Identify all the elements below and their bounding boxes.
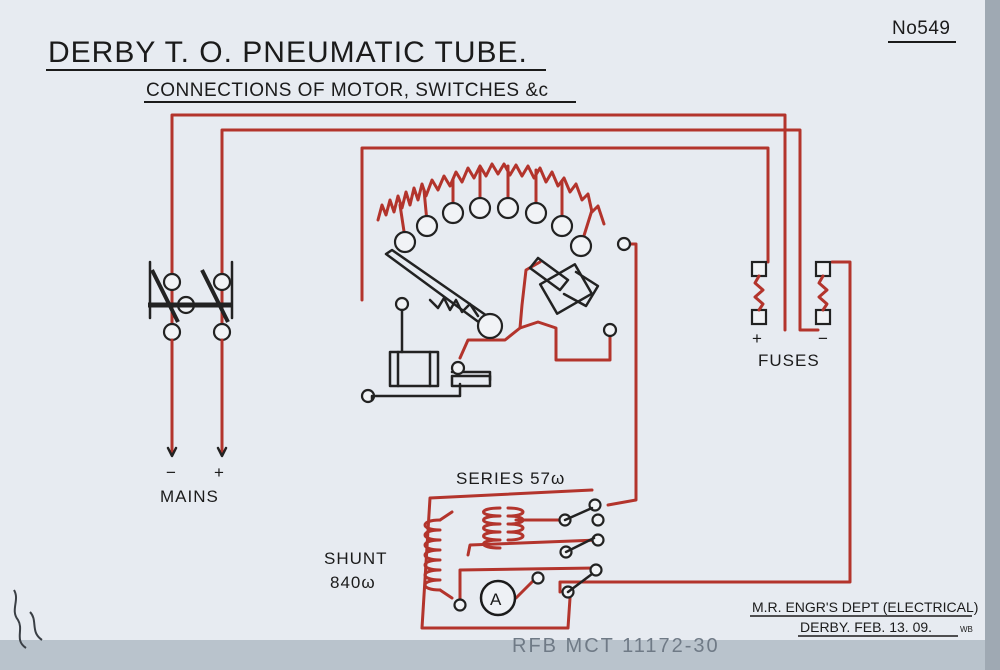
fuses-label: FUSES — [758, 351, 820, 370]
mains-switch-terminal-bl — [162, 322, 182, 342]
mains-arrow-minus — [166, 446, 178, 458]
mains-switch-terminal-tl — [162, 272, 182, 292]
mains-switch-terminal-tr — [212, 272, 232, 292]
footer-date: DERBY. FEB. 13. 09. — [800, 619, 932, 635]
mains-switch-blade-2 — [200, 269, 230, 323]
ammeter-switch-a — [531, 571, 545, 585]
mains-switch: − + MAINS — [148, 260, 234, 506]
series-coil-windings — [482, 506, 502, 550]
overload-coil — [538, 263, 594, 315]
starter-stud-7 — [550, 214, 574, 238]
starter-mechanism — [360, 248, 618, 404]
mains-minus-sign: − — [166, 463, 177, 482]
draughtsman-initials: WB — [960, 625, 973, 634]
fuse-minus-top-terminal — [814, 260, 832, 278]
ammeter-left-terminal — [453, 598, 467, 612]
series-label: SERIES 57ω — [456, 469, 565, 488]
ammeter: A — [479, 579, 517, 617]
shunt-coil — [423, 510, 454, 600]
mains-switch-terminal-br — [212, 322, 232, 342]
starter-stud-8 — [569, 234, 593, 258]
shunt-label: SHUNT — [324, 549, 388, 568]
resistance-grid — [376, 162, 606, 226]
shunt-coil-leads — [438, 510, 454, 600]
fuse-plus-bottom-terminal — [750, 308, 768, 326]
starter-stud-6 — [524, 201, 548, 225]
starter-contacts — [393, 196, 632, 258]
sheet-number: No549 — [892, 18, 951, 39]
wire-negative-return — [558, 260, 852, 594]
overload-coil-cap — [562, 270, 600, 308]
starter-spring — [428, 296, 480, 318]
no-volt-release-coil — [388, 350, 440, 388]
field-switch-terminals — [453, 498, 605, 612]
fuse-plus-element — [753, 274, 765, 312]
resistor-taps — [398, 164, 594, 244]
fuse-minus-element — [817, 274, 829, 312]
fuse-plus-sign: + — [752, 329, 763, 348]
mains-switch-guard — [148, 260, 234, 320]
wire-armature-branch — [458, 326, 522, 360]
wire-mains-plus-to-fuse-minus — [220, 128, 820, 447]
ammeter-body — [479, 579, 517, 617]
series-switch-b — [591, 513, 605, 527]
wire-starter-feed — [360, 146, 770, 302]
pencil-mark — [13, 589, 43, 649]
shunt-coil-windings — [423, 518, 442, 592]
series-switch-blade — [563, 506, 594, 522]
overload-terminal — [602, 322, 618, 338]
shunt-switch-blade — [564, 536, 596, 554]
fuse-block: + − FUSES — [750, 260, 832, 370]
mains-switch-blade-1 — [150, 269, 180, 323]
ammeter-switch-blade — [566, 572, 594, 594]
mains-plus-sign: + — [214, 463, 225, 482]
ammeter-switch-b — [589, 563, 603, 577]
sheet-title: DERBY T. O. PNEUMATIC TUBE. — [48, 36, 528, 69]
ammeter-symbol: A — [490, 590, 502, 609]
release-terminal-mid — [450, 360, 466, 376]
shunt-switch-b — [591, 533, 605, 547]
mains-label: MAINS — [160, 487, 219, 506]
starter-stud-4 — [468, 196, 492, 220]
mains-arrow-plus — [216, 446, 228, 458]
series-coil — [482, 506, 567, 550]
starter-arm-pivot — [476, 312, 504, 340]
wire-armature-loop — [518, 260, 612, 362]
no-volt-release-detail — [396, 350, 432, 388]
starter-stud-2 — [415, 214, 439, 238]
starter-stud-3 — [441, 201, 465, 225]
wire-series-loop — [420, 488, 594, 630]
starter-terminal-right — [616, 236, 632, 252]
fuse-minus-bottom-terminal — [814, 308, 832, 326]
starter-stop-stud — [394, 296, 410, 312]
starter-stud-1 — [393, 230, 417, 254]
fuse-minus-sign: − — [818, 329, 829, 348]
sheet-subtitle: CONNECTIONS OF MOTOR, SWITCHES &c — [146, 80, 549, 101]
series-coil-windings-2 — [506, 506, 525, 542]
sheet-edge-shadow — [985, 0, 1000, 670]
overload-contact-block — [450, 374, 492, 388]
fuse-plus-top-terminal — [750, 260, 768, 278]
archive-reference: RFB MCT 11172-30 — [512, 635, 720, 657]
shunt-value-label: 840ω — [330, 573, 376, 592]
footer-department: M.R. ENGR'S DEPT (ELECTRICAL) — [752, 599, 978, 615]
starter-stud-5 — [496, 196, 520, 220]
wire-ammeter-loop — [458, 566, 598, 607]
wire-shunt-lead — [466, 538, 600, 557]
